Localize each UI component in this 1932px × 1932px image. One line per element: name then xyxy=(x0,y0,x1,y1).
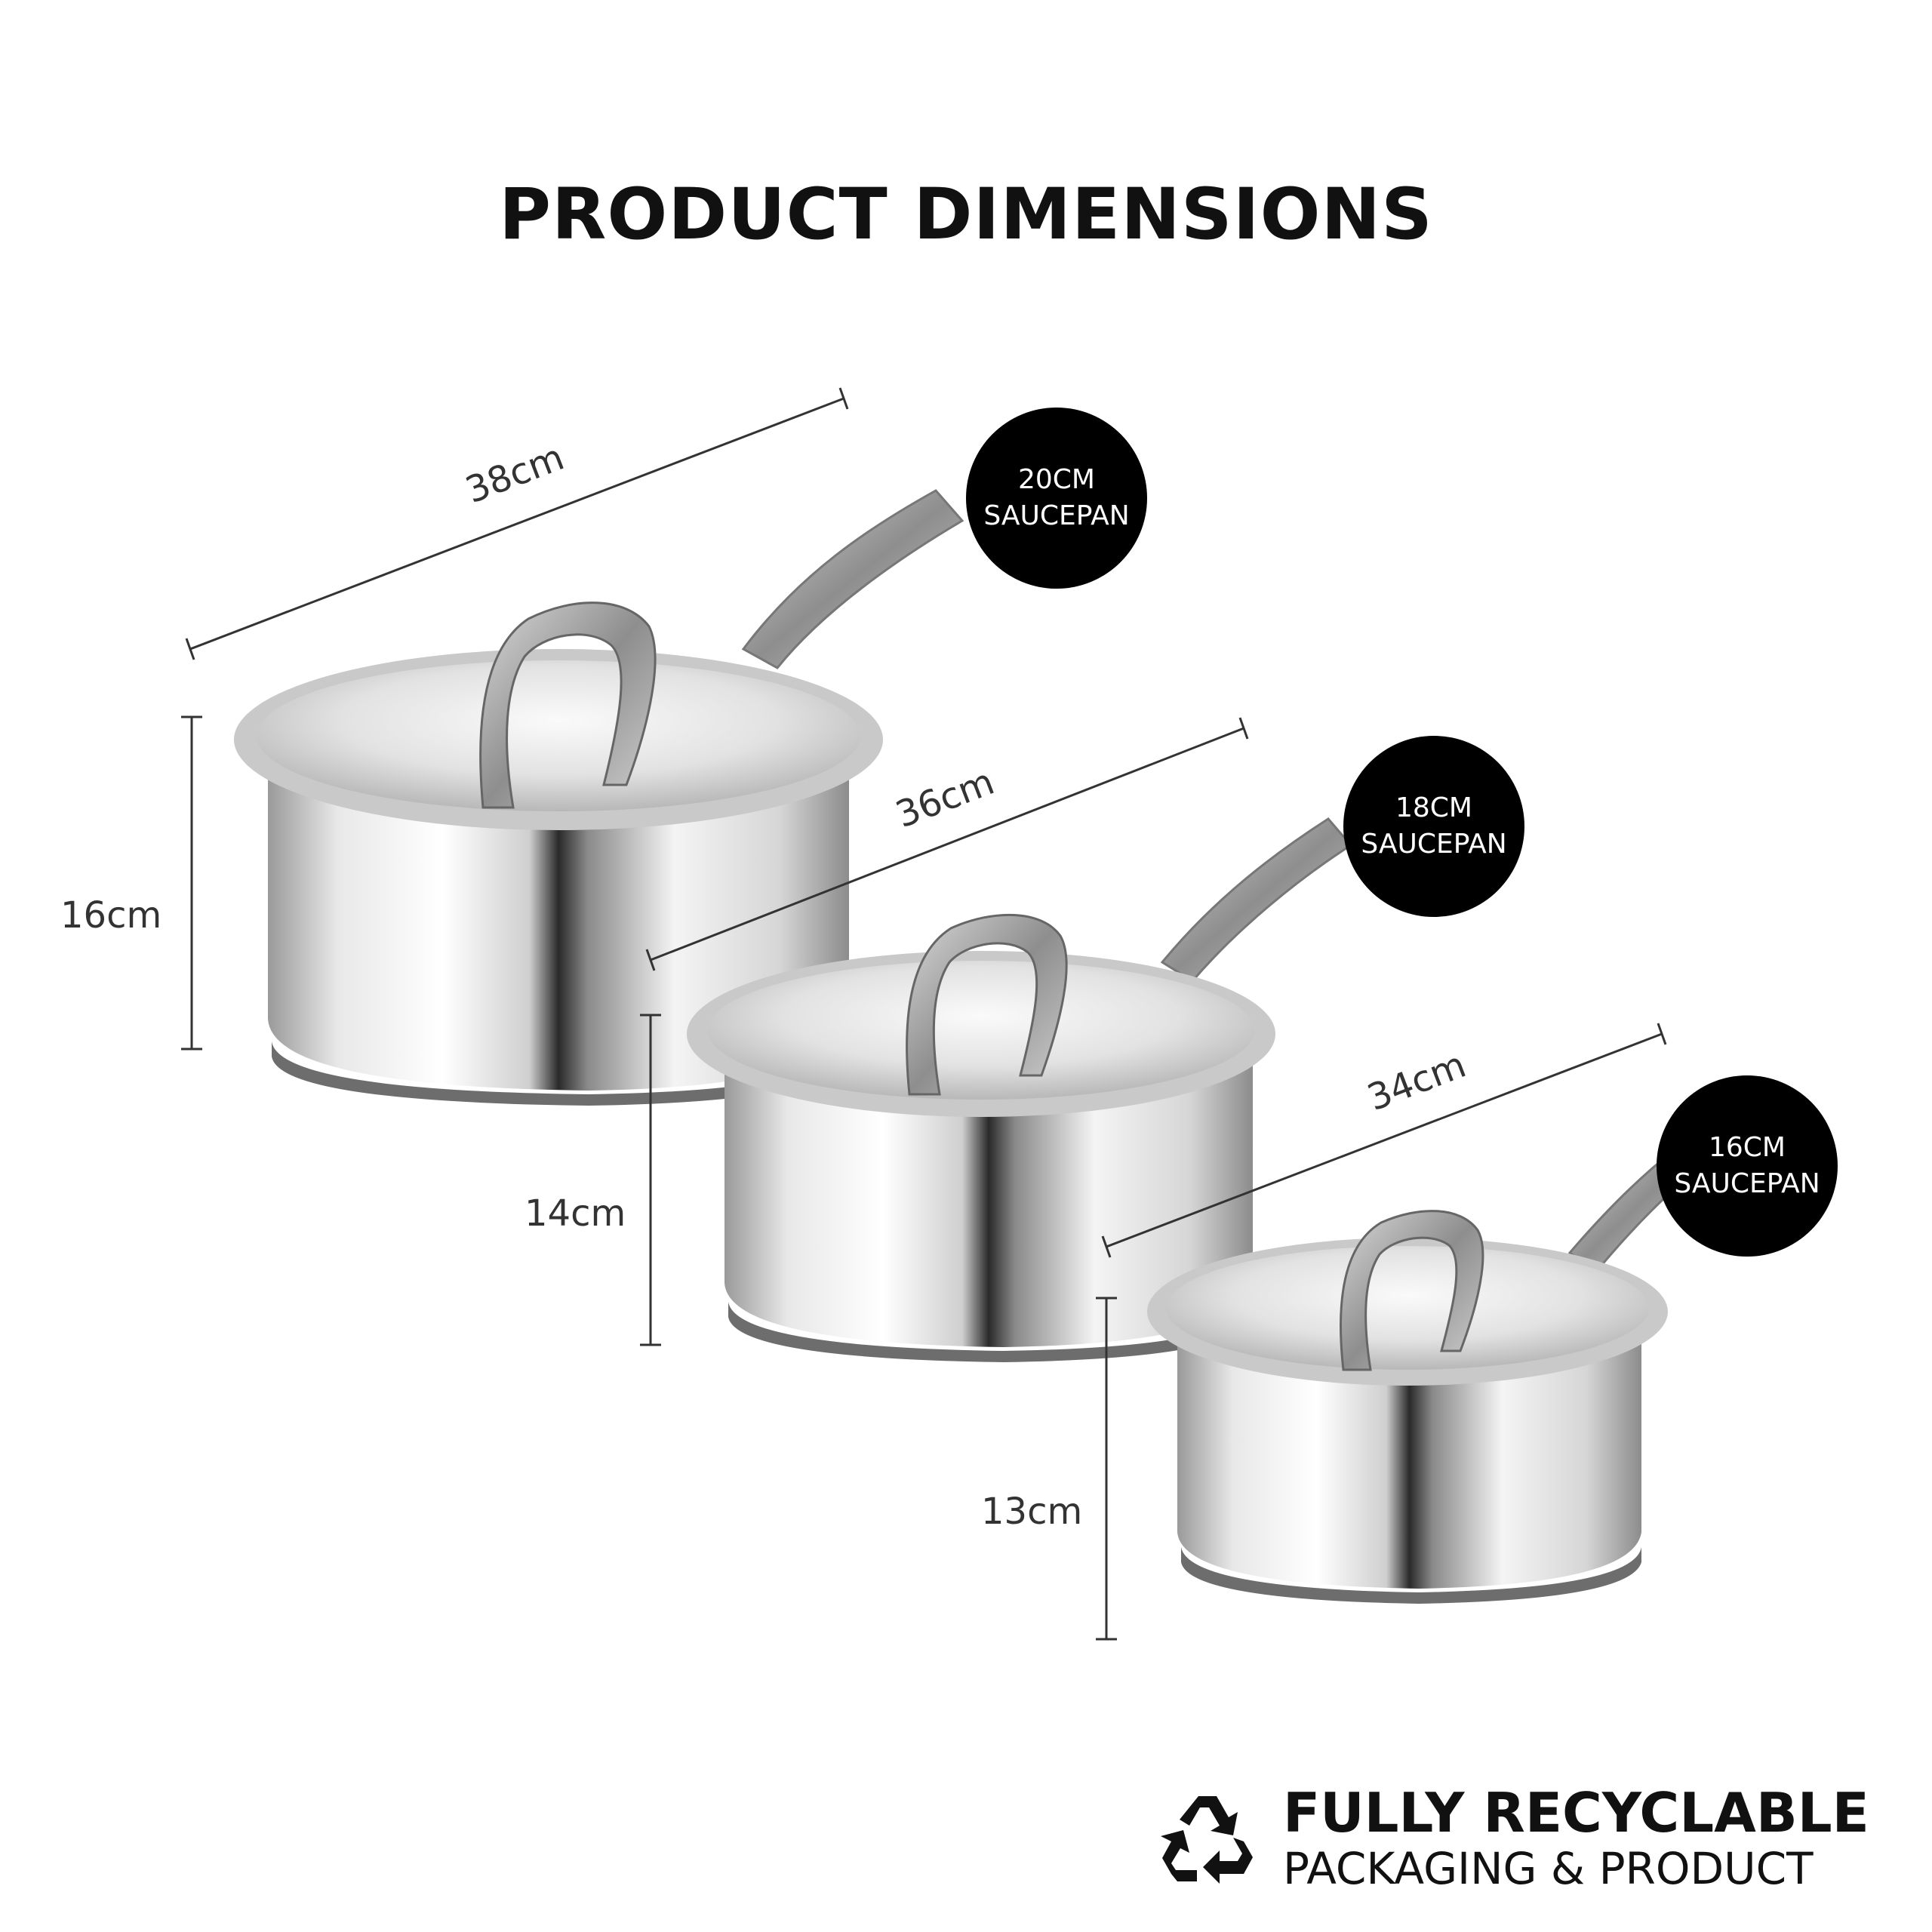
badge-type: SAUCEPAN xyxy=(1361,829,1507,860)
recycle-icon xyxy=(1161,1796,1253,1884)
height-label-18cm: 14cm xyxy=(525,1192,626,1235)
badge-18cm-saucepan: 18CM SAUCEPAN xyxy=(1343,736,1524,917)
badge-20cm-saucepan: 20CM SAUCEPAN xyxy=(966,408,1147,589)
dimension-lines xyxy=(181,387,1667,1641)
badge-type: SAUCEPAN xyxy=(983,500,1130,531)
height-label-20cm: 16cm xyxy=(60,894,162,937)
footer-subline: PACKAGING & PRODUCT xyxy=(1283,1843,1814,1894)
saucepan-20cm xyxy=(234,489,964,1106)
badge-16cm-saucepan: 16CM SAUCEPAN xyxy=(1657,1075,1838,1257)
badge-size: 20CM xyxy=(1017,464,1095,495)
saucepan-18cm xyxy=(687,817,1353,1362)
page-title: PRODUCT DIMENSIONS xyxy=(499,174,1433,256)
badge-size: 18CM xyxy=(1395,792,1472,823)
recyclable-footer: FULLY RECYCLABLE PACKAGING & PRODUCT xyxy=(1155,1781,1909,1902)
footer-headline: FULLY RECYCLABLE xyxy=(1283,1781,1869,1844)
height-label-16cm: 13cm xyxy=(981,1491,1083,1533)
badge-type: SAUCEPAN xyxy=(1674,1168,1820,1199)
badge-size: 16CM xyxy=(1708,1132,1786,1163)
